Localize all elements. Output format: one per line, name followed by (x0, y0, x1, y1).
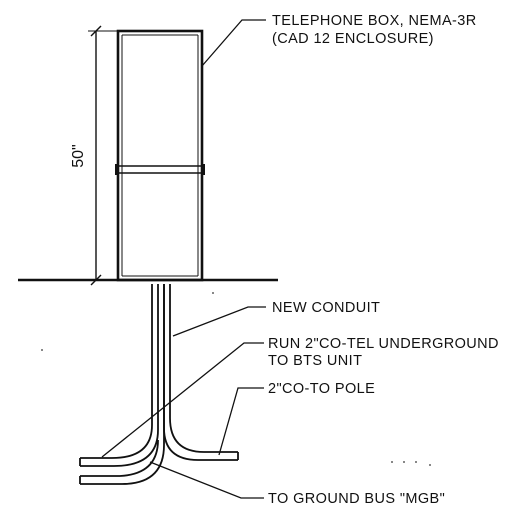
leader-new-conduit (172, 306, 266, 337)
telephone-box-left-clamp (115, 164, 119, 175)
conduit-tel-bottom-edge (80, 284, 159, 467)
stray-marks (41, 292, 431, 466)
telephone-box (115, 29, 205, 282)
dimension-tick-bottom (90, 274, 102, 286)
label-telephone-box-line2: (CAD 12 ENCLOSURE) (272, 31, 434, 47)
label-co-to-pole: 2"CO-TO POLE (268, 381, 375, 397)
stray-dot (429, 464, 431, 466)
leader-co-to-pole (218, 387, 264, 456)
telephone-box-right-clamp (201, 164, 205, 175)
leader-ground-bus (149, 461, 264, 499)
label-run-co-tel-line1: RUN 2"CO-TEL UNDERGROUND (268, 336, 499, 352)
telephone-box-outline (116, 29, 204, 282)
conduit-ground-top-edge (80, 439, 159, 477)
leader-telephone-box (201, 19, 266, 67)
height-dimension-label: 50" (70, 144, 87, 167)
stray-dot (41, 349, 43, 351)
conduits (79, 284, 239, 485)
conduit-pole-outer-edge (169, 284, 238, 453)
dimension-tick-top (90, 25, 102, 37)
stray-dot (391, 461, 393, 463)
conduit-tel-top-edge (80, 284, 153, 459)
label-ground-bus: TO GROUND BUS "MGB" (268, 491, 445, 507)
stray-dot (415, 461, 417, 463)
stray-dot (403, 461, 405, 463)
labels: TELEPHONE BOX, NEMA-3R (CAD 12 ENCLOSURE… (268, 13, 499, 507)
label-telephone-box-line1: TELEPHONE BOX, NEMA-3R (272, 13, 477, 29)
stray-dot (212, 292, 214, 294)
leader-lines (101, 19, 266, 499)
conduit-pole-inner-edge (163, 284, 238, 461)
leader-run-co-tel (101, 342, 264, 458)
label-run-co-tel-line2: TO BTS UNIT (268, 353, 362, 369)
conduit-ground-bottom-edge (80, 284, 165, 485)
label-new-conduit: NEW CONDUIT (272, 300, 380, 316)
height-dimension: 50" (70, 25, 120, 286)
